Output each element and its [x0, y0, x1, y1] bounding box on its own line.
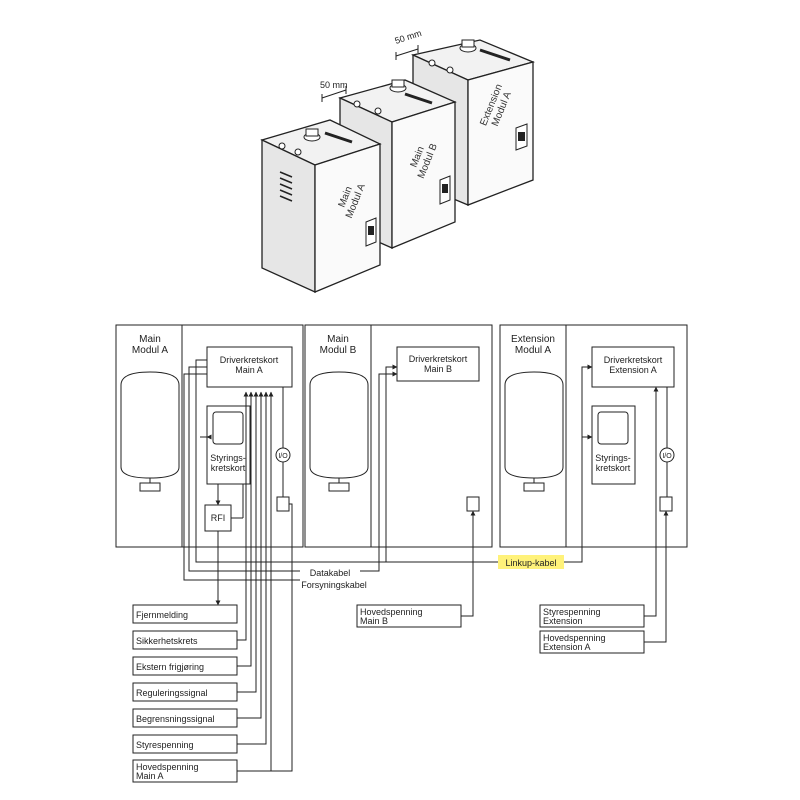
signal-styrespenning: Styrespenning [136, 740, 194, 750]
linkup-highlight [498, 555, 564, 569]
module-b-title-line1: Main [327, 334, 349, 345]
module-b-title-line2: Modul B [320, 345, 357, 356]
tank-main-a [120, 371, 180, 492]
datakabel-label: Datakabel [310, 568, 351, 578]
main-a-signal-boxes: Fjernmelding Sikkerhetskrets Ekstern fri… [132, 604, 238, 783]
isometric-illustration: 50 mm 50 mm Main Modul A Main Modul B Ex… [260, 28, 535, 294]
module-ext-title-line2: Modul A [515, 345, 551, 356]
control-a-line1: Styrings- [210, 453, 246, 463]
forsyningskabel-label: Forsyningskabel [301, 580, 367, 590]
signal-fjernmelding: Fjernmelding [136, 610, 188, 620]
hovedspenning-extension-line1: Hovedspenning [543, 633, 606, 643]
control-board-main-a: Styrings- kretskort [206, 405, 251, 485]
tank-extension-a [504, 371, 564, 492]
driver-main-a-line2: Main A [235, 365, 263, 375]
hovedspenning-extension-line2: Extension A [543, 642, 591, 652]
dimension-right-label: 50 mm [394, 28, 423, 46]
tank-main-b [309, 371, 369, 492]
rfi-label: RFI [211, 513, 226, 523]
iso-main-modul-a [260, 119, 382, 294]
signal-reguleringssignal: Reguleringssignal [136, 688, 208, 698]
wiring-schematic: Main Modul A Main Modul B Extension Modu… [115, 324, 688, 783]
control-ext-line2: kretskort [596, 463, 631, 473]
module-ext-title-line1: Extension [511, 334, 555, 345]
linkup-kabel-label: Linkup-kabel [505, 558, 556, 568]
hovedspenning-main-b-line1: Hovedspenning [360, 607, 423, 617]
driver-main-b-line1: Driverkretskort [409, 354, 468, 364]
control-a-line2: kretskort [211, 463, 246, 473]
signal-begrensningssignal: Begrensningssignal [136, 714, 215, 724]
io-label-main-a: I/O [278, 453, 288, 460]
driver-main-b-line2: Main B [424, 364, 452, 374]
io-label-extension-a: I/O [662, 453, 672, 460]
signal-ekstern-frigjoring: Ekstern frigjøring [136, 662, 204, 672]
terminal-extension-a [659, 496, 673, 512]
control-board-extension-a: Styrings- kretskort [591, 405, 636, 485]
module-a-title-line1: Main [139, 334, 161, 345]
styrespenning-extension-line2: Extension [543, 616, 583, 626]
dimension-left: 50 mm [320, 80, 348, 102]
signal-hovedspenning-main-a-line1: Hovedspenning [136, 762, 199, 772]
control-ext-line1: Styrings- [595, 453, 631, 463]
driver-board-main-a [206, 346, 293, 388]
driver-ext-line2: Extension A [609, 365, 657, 375]
module-a-title-line2: Modul A [132, 345, 168, 356]
terminal-main-b [466, 496, 480, 512]
signal-hovedspenning-main-a-line2: Main A [136, 771, 164, 781]
terminal-main-a [276, 496, 290, 512]
dimension-left-label: 50 mm [320, 80, 348, 90]
styrespenning-extension-line1: Styrespenning [543, 607, 601, 617]
hovedspenning-main-b-line2: Main B [360, 616, 388, 626]
driver-main-a-line1: Driverkretskort [220, 355, 279, 365]
driver-board-main-b [396, 346, 480, 382]
signal-sikkerhetskrets: Sikkerhetskrets [136, 636, 198, 646]
driver-ext-line1: Driverkretskort [604, 355, 663, 365]
